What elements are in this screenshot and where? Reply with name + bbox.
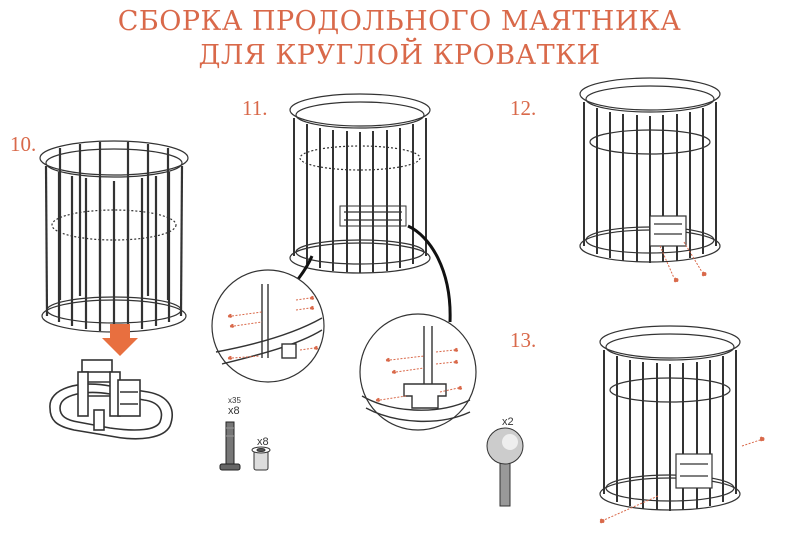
crib-step-13 (599, 325, 741, 511)
crib-step-12 (579, 77, 721, 263)
step-12-label: 12. (510, 96, 537, 120)
callout-line-right (407, 224, 452, 323)
title-line-1: СБОРКА ПРОДОЛЬНОГО МАЯТНИКА (117, 6, 682, 37)
knob-guides-step-13 (599, 436, 765, 524)
title-line-2: ДЛЯ КРУГЛОЙ КРОВАТКИ (198, 40, 601, 71)
detail-circle-right (359, 313, 477, 431)
step-11-label: 11. (242, 96, 268, 120)
bolt-qty: x8 (228, 405, 240, 417)
knob-qty: x2 (502, 416, 514, 428)
bolt-icon (219, 421, 241, 471)
step-10-label: 10. (10, 132, 37, 156)
detail-circle-left (211, 269, 325, 383)
crib-step-11 (289, 93, 431, 274)
pendulum-base (49, 359, 173, 440)
step-13-label: 13. (510, 328, 537, 352)
bolt-guides-step-12 (659, 241, 707, 283)
crib-step-10 (39, 140, 189, 333)
nut-qty: x8 (257, 436, 269, 448)
knob-icon (486, 427, 524, 507)
sleeve-nut-icon (251, 446, 271, 471)
down-arrow-icon (102, 324, 138, 356)
bolt-qty-small: x35 (228, 396, 241, 405)
